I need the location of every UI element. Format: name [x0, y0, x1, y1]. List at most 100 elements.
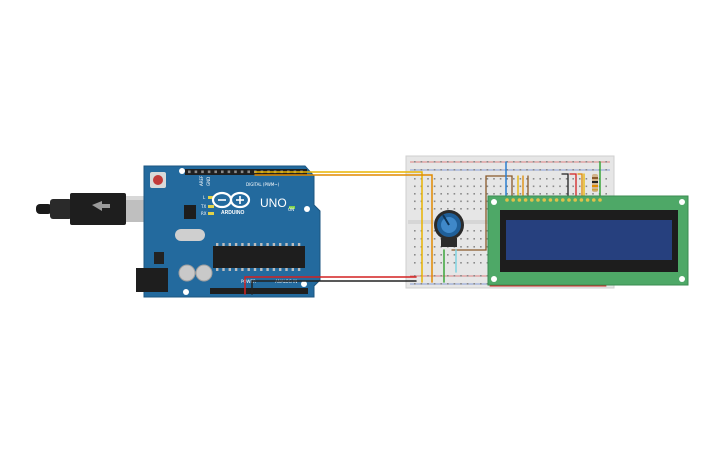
tx-label: TX	[200, 204, 206, 209]
chip-pin	[241, 268, 244, 271]
breadboard-hole	[546, 169, 548, 171]
breadboard-hole	[440, 185, 442, 188]
breadboard-hole	[592, 161, 594, 163]
breadboard-hole	[433, 283, 436, 285]
breadboard-hole	[605, 193, 607, 195]
l-label: L	[203, 195, 206, 200]
chip-pin	[247, 268, 250, 271]
breadboard-hole	[473, 262, 475, 264]
breadboard-hole	[546, 161, 548, 163]
rx-label: RX	[201, 211, 207, 216]
breadboard-hole	[480, 185, 482, 188]
breadboard-hole	[486, 283, 489, 285]
breadboard-hole	[480, 208, 482, 210]
breadboard-hole	[427, 161, 429, 163]
chip-pin	[234, 243, 238, 246]
lcd-pin	[511, 198, 515, 202]
header-pin	[221, 170, 224, 174]
breadboard-hole	[532, 169, 535, 171]
breadboard-hole	[440, 169, 442, 171]
breadboard-hole	[414, 238, 416, 240]
breadboard-hole	[605, 185, 607, 188]
chip-pin	[222, 243, 225, 246]
breadboard-hole	[427, 185, 429, 188]
breadboard-hole	[565, 185, 568, 188]
chip-pin	[285, 243, 288, 246]
breadboard-hole	[585, 193, 588, 195]
breadboard-hole	[440, 275, 442, 277]
breadboard-hole	[453, 193, 456, 195]
breadboard-hole	[579, 169, 581, 171]
lcd-screen	[506, 220, 672, 260]
breadboard-hole	[466, 262, 469, 264]
breadboard-hole	[414, 169, 416, 171]
breadboard-hole	[427, 169, 429, 171]
breadboard-hole	[486, 262, 489, 264]
breadboard-hole	[427, 178, 429, 180]
lcd-pin	[517, 198, 522, 202]
chip-pin	[285, 268, 288, 271]
breadboard-hole	[440, 161, 442, 163]
digital-header	[185, 169, 307, 175]
breadboard-hole	[539, 178, 541, 180]
breadboard-hole	[427, 275, 429, 277]
breadboard-hole	[526, 193, 528, 195]
breadboard-hole	[466, 169, 469, 171]
header-pin	[207, 170, 211, 174]
breadboard-hole	[480, 230, 482, 232]
chip-pin	[228, 243, 231, 246]
breadboard-hole	[559, 178, 561, 180]
breadboard-hole	[493, 169, 495, 171]
breadboard-hole	[466, 178, 469, 180]
digital-label: DIGITAL (PWM~)	[246, 182, 280, 187]
breadboard-hole	[546, 185, 548, 188]
chip-pin	[253, 268, 257, 271]
arduino-logo-text: ARDUINO	[221, 210, 244, 216]
breadboard-hole	[585, 169, 588, 171]
breadboard-hole	[447, 208, 449, 210]
chip-pin	[297, 268, 301, 271]
breadboard-hole	[453, 254, 456, 256]
breadboard-hole	[552, 193, 555, 195]
breadboard-hole	[513, 193, 515, 195]
breadboard-hole	[499, 193, 502, 195]
breadboard-hole	[592, 169, 594, 171]
breadboard-hole	[519, 193, 522, 195]
breadboard-hole	[427, 200, 429, 203]
breadboard-hole	[414, 193, 416, 195]
breadboard-hole	[460, 246, 462, 248]
breadboard-hole	[433, 262, 436, 264]
breadboard-hole	[447, 283, 449, 285]
breadboard-hole	[460, 178, 462, 180]
header-pin	[201, 170, 204, 174]
breadboard-hole	[559, 161, 561, 163]
breadboard-hole	[552, 178, 555, 180]
breadboard-hole	[414, 283, 416, 285]
breadboard-hole	[440, 262, 442, 264]
breadboard-hole	[572, 193, 574, 195]
breadboard-hole	[460, 200, 462, 203]
breadboard-hole	[552, 161, 555, 163]
breadboard-hole	[460, 238, 462, 240]
breadboard-hole	[466, 208, 469, 210]
breadboard-hole	[433, 275, 436, 277]
breadboard-hole	[447, 178, 449, 180]
breadboard-hole	[473, 246, 475, 248]
breadboard-hole	[473, 161, 475, 163]
breadboard-hole	[480, 262, 482, 264]
breadboard-hole	[499, 161, 502, 163]
chip-pin	[291, 243, 294, 246]
breadboard-hole	[460, 254, 462, 256]
breadboard-hole	[585, 178, 588, 180]
chip-pin	[279, 268, 282, 271]
breadboard-hole	[414, 178, 416, 180]
breadboard-hole	[486, 254, 489, 256]
breadboard-hole	[460, 262, 462, 264]
breadboard-hole	[526, 169, 528, 171]
breadboard-hole	[473, 275, 475, 277]
breadboard-hole	[539, 185, 541, 188]
wire-red-2	[569, 173, 577, 197]
lcd-pin	[579, 198, 584, 202]
usb-symbol-icon	[92, 201, 110, 211]
breadboard-hole	[559, 169, 561, 171]
